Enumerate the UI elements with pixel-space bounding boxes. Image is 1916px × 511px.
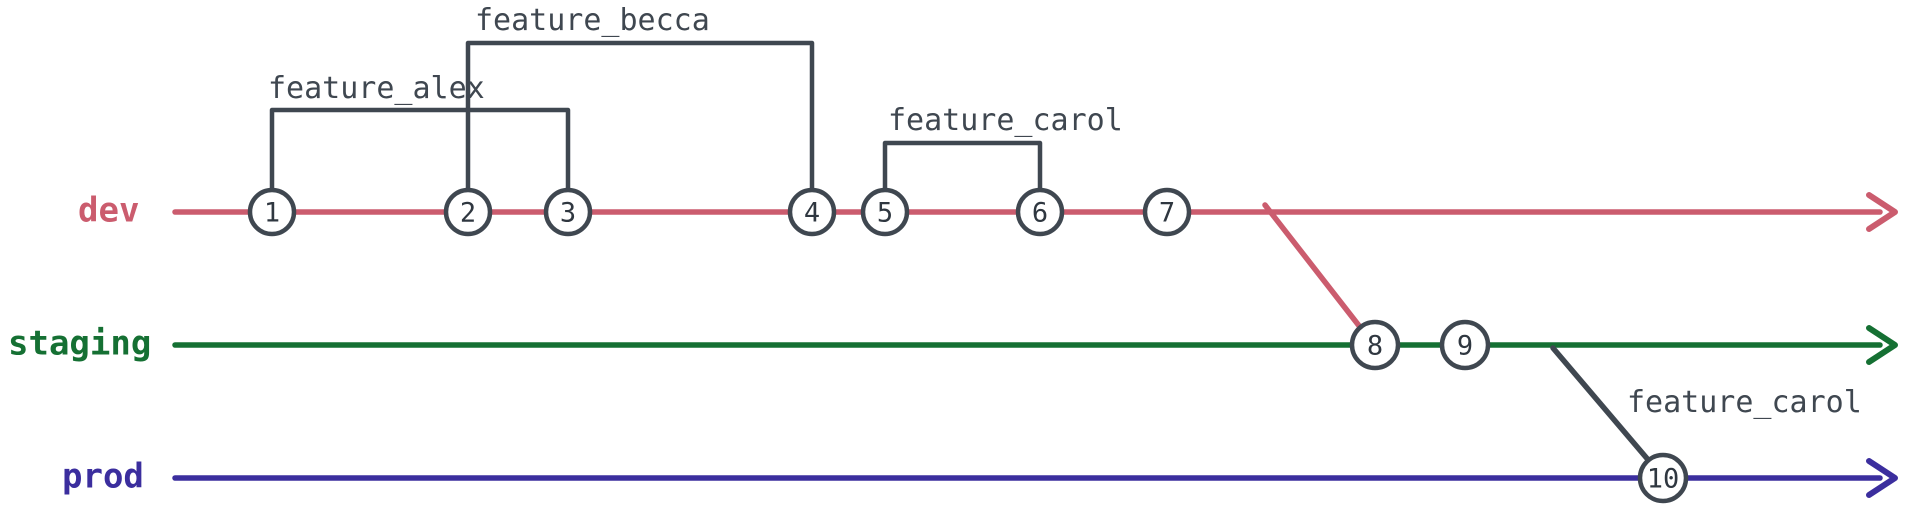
commit-node-7[interactable]: 7	[1142, 187, 1192, 237]
commit-circle-6[interactable]	[1015, 187, 1065, 237]
feature-label-feature_alex: feature_alex	[268, 71, 485, 106]
branch-label-staging: staging	[8, 324, 151, 364]
commit-circle-1[interactable]	[247, 187, 297, 237]
merge-edges-group	[1262, 202, 1653, 465]
commit-number-9: 9	[1457, 331, 1473, 362]
merge-edge-dev-to-staging	[1262, 202, 1363, 330]
feature-bracket-feature_becca: feature_becca	[465, 3, 815, 193]
edge-label-feature_carol_prod: feature_carol	[1627, 385, 1862, 420]
branch-arrowhead-staging	[1866, 325, 1898, 365]
edge-labels-group: feature_carol	[1627, 385, 1862, 420]
commit-circle-9[interactable]	[1439, 319, 1491, 371]
commit-node-5[interactable]: 5	[860, 187, 910, 237]
feature-bracket-feature_alex: feature_alex	[268, 71, 571, 193]
commit-number-2: 2	[460, 198, 476, 229]
commit-node-8[interactable]: 8	[1349, 319, 1401, 371]
bracket-path-feature_carol	[882, 140, 1043, 193]
branch-labels-group: dev staging prod	[8, 191, 151, 497]
commit-node-10[interactable]: 10	[1637, 452, 1689, 504]
commit-number-6: 6	[1032, 198, 1048, 229]
commit-number-5: 5	[877, 198, 893, 229]
branch-line-staging	[172, 325, 1898, 365]
commit-circle-4[interactable]	[787, 187, 837, 237]
commit-number-4: 4	[804, 198, 820, 229]
commit-node-9[interactable]: 9	[1439, 319, 1491, 371]
commit-circle-8[interactable]	[1349, 319, 1401, 371]
commit-node-2[interactable]: 2	[443, 187, 493, 237]
feature-label-feature_carol: feature_carol	[888, 103, 1123, 138]
branch-arrowhead-prod	[1866, 458, 1898, 498]
commit-circle-2[interactable]	[443, 187, 493, 237]
commit-number-7: 7	[1159, 198, 1175, 229]
feature-label-feature_becca: feature_becca	[475, 3, 710, 38]
commit-number-8: 8	[1367, 331, 1383, 362]
commit-circle-5[interactable]	[860, 187, 910, 237]
commit-nodes-group: 1 2 3 4 5 6 7 8 9 10	[247, 187, 1689, 504]
commit-node-3[interactable]: 3	[543, 187, 593, 237]
commit-number-1: 1	[264, 198, 280, 229]
branch-arrowhead-dev	[1866, 192, 1898, 232]
commit-node-6[interactable]: 6	[1015, 187, 1065, 237]
branch-label-dev: dev	[78, 191, 139, 231]
commit-circle-7[interactable]	[1142, 187, 1192, 237]
branch-line-prod	[172, 458, 1898, 498]
merge-edge-staging-to-prod	[1550, 345, 1653, 465]
commit-circle-10[interactable]	[1637, 452, 1689, 504]
bracket-path-feature_becca	[465, 40, 815, 193]
bracket-path-feature_alex	[269, 107, 571, 193]
commit-number-3: 3	[560, 198, 576, 229]
feature-brackets-group: feature_alex feature_becca feature_carol	[268, 3, 1123, 193]
commit-circle-3[interactable]	[543, 187, 593, 237]
branch-label-prod: prod	[62, 457, 144, 497]
commit-node-1[interactable]: 1	[247, 187, 297, 237]
commit-number-10: 10	[1647, 464, 1680, 495]
feature-bracket-feature_carol: feature_carol	[882, 103, 1123, 193]
commit-node-4[interactable]: 4	[787, 187, 837, 237]
